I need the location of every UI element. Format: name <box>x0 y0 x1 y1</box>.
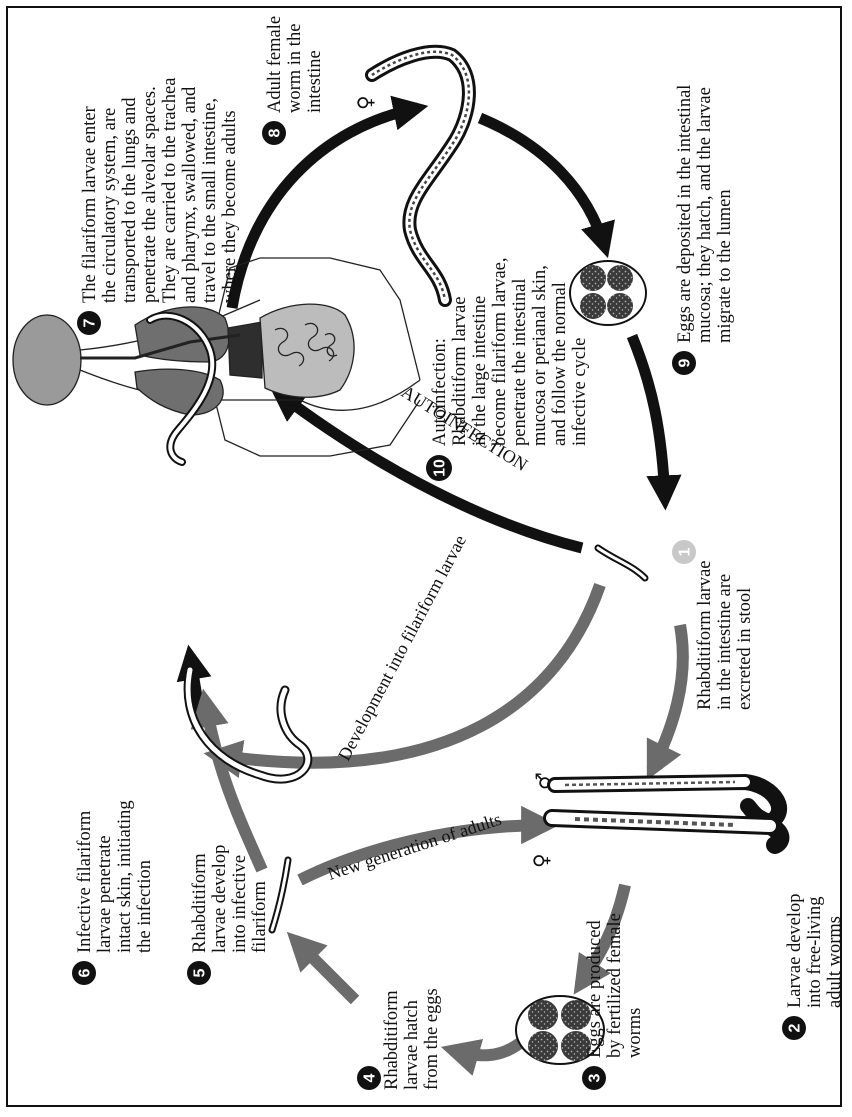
arrow-9-to-1 <box>632 336 665 500</box>
svg-text:Rhabditiform larvae: Rhabditiform larvae <box>695 561 715 711</box>
svg-text:transported to the lungs and: transported to the lungs and <box>120 97 140 303</box>
svg-text:Eggs are deposited in the inte: Eggs are deposited in the intestinal <box>675 85 695 343</box>
svg-text:9: 9 <box>677 358 694 367</box>
svg-text:and follow the normal: and follow the normal <box>550 282 570 446</box>
arrow-5-to-6 <box>205 700 262 870</box>
svg-text:2: 2 <box>787 1023 804 1032</box>
female-symbol-8: ♀ <box>353 95 377 110</box>
male-symbol-2: ♂ <box>531 772 555 790</box>
human-intestines <box>260 304 354 397</box>
arrow-4-to-5 <box>295 940 355 1000</box>
svg-text:Rhabditiform: Rhabditiform <box>190 853 210 953</box>
svg-text:the circulatory system, are: the circulatory system, are <box>100 108 120 303</box>
svg-text:in the intestine are: in the intestine are <box>715 574 735 710</box>
svg-text:by fertilized female: by fertilized female <box>605 913 625 1058</box>
svg-text:Adult female: Adult female <box>265 16 285 113</box>
svg-text:where they become adults: where they become adults <box>220 110 240 303</box>
step-9-label: 9 Eggs are deposited in the intestinal m… <box>672 85 735 375</box>
svg-text:and pharynx, swallowed, and: and pharynx, swallowed, and <box>180 86 200 303</box>
svg-text:4: 4 <box>362 1073 379 1082</box>
svg-text:larvae penetrate: larvae penetrate <box>95 835 115 953</box>
svg-text:Autoinfection:: Autoinfection: <box>430 338 450 446</box>
svg-text:into infective: into infective <box>230 855 250 953</box>
svg-text:1: 1 <box>677 547 694 556</box>
arrow-1-to-2 <box>652 625 683 770</box>
svg-text:8: 8 <box>267 128 284 137</box>
svg-text:6: 6 <box>77 968 94 977</box>
svg-text:adult worms: adult worms <box>825 916 845 1008</box>
svg-text:in the large intestine: in the large intestine <box>470 296 490 446</box>
svg-text:intact skin, initiating: intact skin, initiating <box>115 800 135 953</box>
adult-female-worm <box>372 52 469 300</box>
svg-text:filariform: filariform <box>250 880 270 953</box>
svg-text:Rhabditiform: Rhabditiform <box>382 990 402 1090</box>
svg-text:larvae develop: larvae develop <box>210 845 230 953</box>
svg-text:Infective filariform: Infective filariform <box>75 810 95 953</box>
step-6-label: 6 Infective filariform larvae penetrate … <box>72 800 155 985</box>
svg-text:larvae hatch: larvae hatch <box>402 1000 422 1090</box>
svg-text:intestine: intestine <box>305 50 325 113</box>
svg-text:They are carried to the trache: They are carried to the trachea <box>160 78 180 303</box>
svg-text:worm in the: worm in the <box>285 24 305 113</box>
svg-text:7: 7 <box>82 318 99 327</box>
arrow-development <box>215 585 600 763</box>
svg-text:mucosa or perianal skin,: mucosa or perianal skin, <box>530 265 550 446</box>
svg-text:the infection: the infection <box>135 860 155 953</box>
development-label: Development into filariform larvae <box>334 532 470 764</box>
step-7-label: 7 The filariform larvae enter the circul… <box>77 78 240 335</box>
svg-text:from the eggs: from the eggs <box>422 988 442 1090</box>
human-head <box>13 315 81 405</box>
svg-text:worms: worms <box>625 1008 645 1058</box>
svg-text:Rhabditiform larvae: Rhabditiform larvae <box>450 297 470 447</box>
svg-text:3: 3 <box>587 1073 604 1082</box>
svg-text:migrate to the lumen: migrate to the lumen <box>715 189 735 343</box>
svg-text:10: 10 <box>432 459 449 477</box>
svg-text:into free-living: into free-living <box>805 897 825 1008</box>
svg-text:penetrate the intestinal: penetrate the intestinal <box>510 279 530 446</box>
female-symbol-2: ♀ <box>529 853 553 868</box>
human-liver <box>228 322 262 378</box>
arrow-7-to-8 <box>232 108 418 308</box>
svg-text:5: 5 <box>192 968 209 977</box>
eggs-step-9 <box>570 261 646 325</box>
step-8-label: 8 Adult female worm in the intestine <box>262 16 325 145</box>
svg-text:Eggs are produced: Eggs are produced <box>585 920 605 1058</box>
step-2-label: 2 Larvae develop into free-living adult … <box>782 893 845 1040</box>
step-3-label: 3 Eggs are produced by fertilized female… <box>582 913 645 1090</box>
step-4-label: 4 Rhabditiform larvae hatch from the egg… <box>357 988 442 1090</box>
arrow-3-to-4 <box>452 1043 520 1055</box>
svg-text:become filariform larvae,: become filariform larvae, <box>490 258 510 447</box>
arrow-8-to-9 <box>480 118 605 248</box>
svg-text:infective cycle: infective cycle <box>570 338 590 446</box>
svg-text:Larvae develop: Larvae develop <box>785 893 805 1008</box>
new-generation-label: New generation of adults <box>325 809 504 884</box>
svg-text:excreted in stool: excreted in stool <box>735 588 755 710</box>
svg-text:The filariform larvae enter: The filariform larvae enter <box>80 106 100 303</box>
svg-text:mucosa; they hatch, and the la: mucosa; they hatch, and the larvae <box>695 87 715 343</box>
svg-text:travel to the small intestine,: travel to the small intestine, <box>200 98 220 303</box>
svg-text:penetrate the alveolar spaces.: penetrate the alveolar spaces. <box>140 86 160 303</box>
